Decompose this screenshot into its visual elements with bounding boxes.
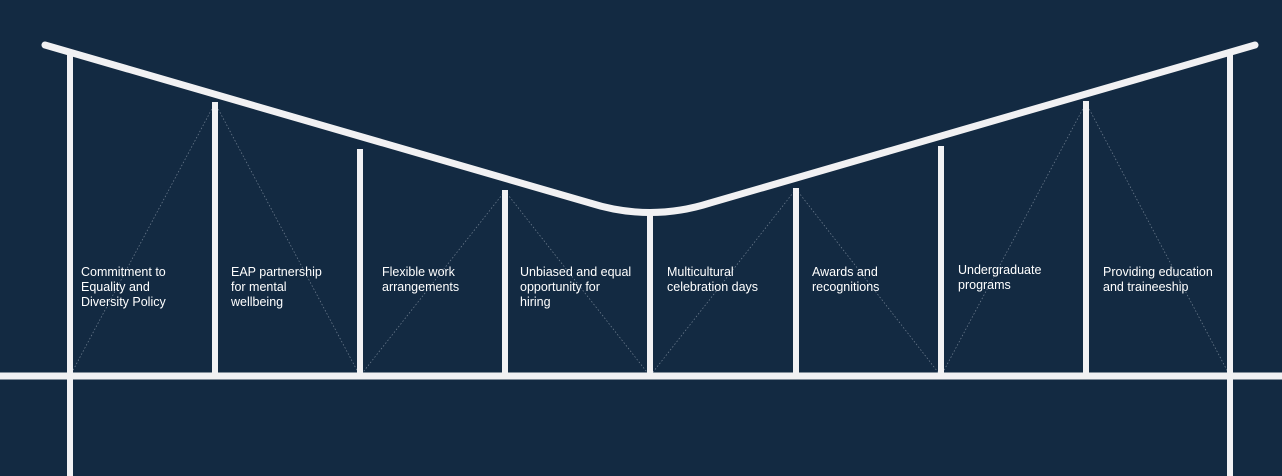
- pillar-label-unbiased-hiring: Unbiased and equal opportunity for hirin…: [520, 265, 632, 309]
- pillar-label-undergraduate: Undergraduate programs: [958, 263, 1042, 292]
- pillar-label-flexible-work: Flexible work arrangements: [382, 265, 460, 294]
- pillar-label-multicultural-days: Multicultural celebration days: [667, 265, 759, 294]
- pillar-label-education-traineeship: Providing education and traineeship: [1103, 265, 1213, 294]
- cable-line: [649, 188, 797, 377]
- cable-line: [214, 102, 361, 377]
- cable-line: [1085, 102, 1231, 377]
- pillar-label-awards: Awards and recognitions: [812, 265, 880, 294]
- cable-line: [795, 188, 942, 377]
- cable-line: [504, 190, 651, 377]
- cable-line: [359, 190, 506, 377]
- cable-line: [69, 102, 216, 377]
- cable-group: [69, 102, 1231, 377]
- cable-line: [940, 102, 1087, 377]
- main-suspension-cable: [41, 41, 1259, 216]
- pillar-label-eap-partnership: EAP partnership for mental wellbeing: [231, 265, 322, 309]
- pillar-group: [67, 53, 1233, 476]
- pillar-label-equality-diversity: Commitment to Equality and Diversity Pol…: [81, 265, 166, 309]
